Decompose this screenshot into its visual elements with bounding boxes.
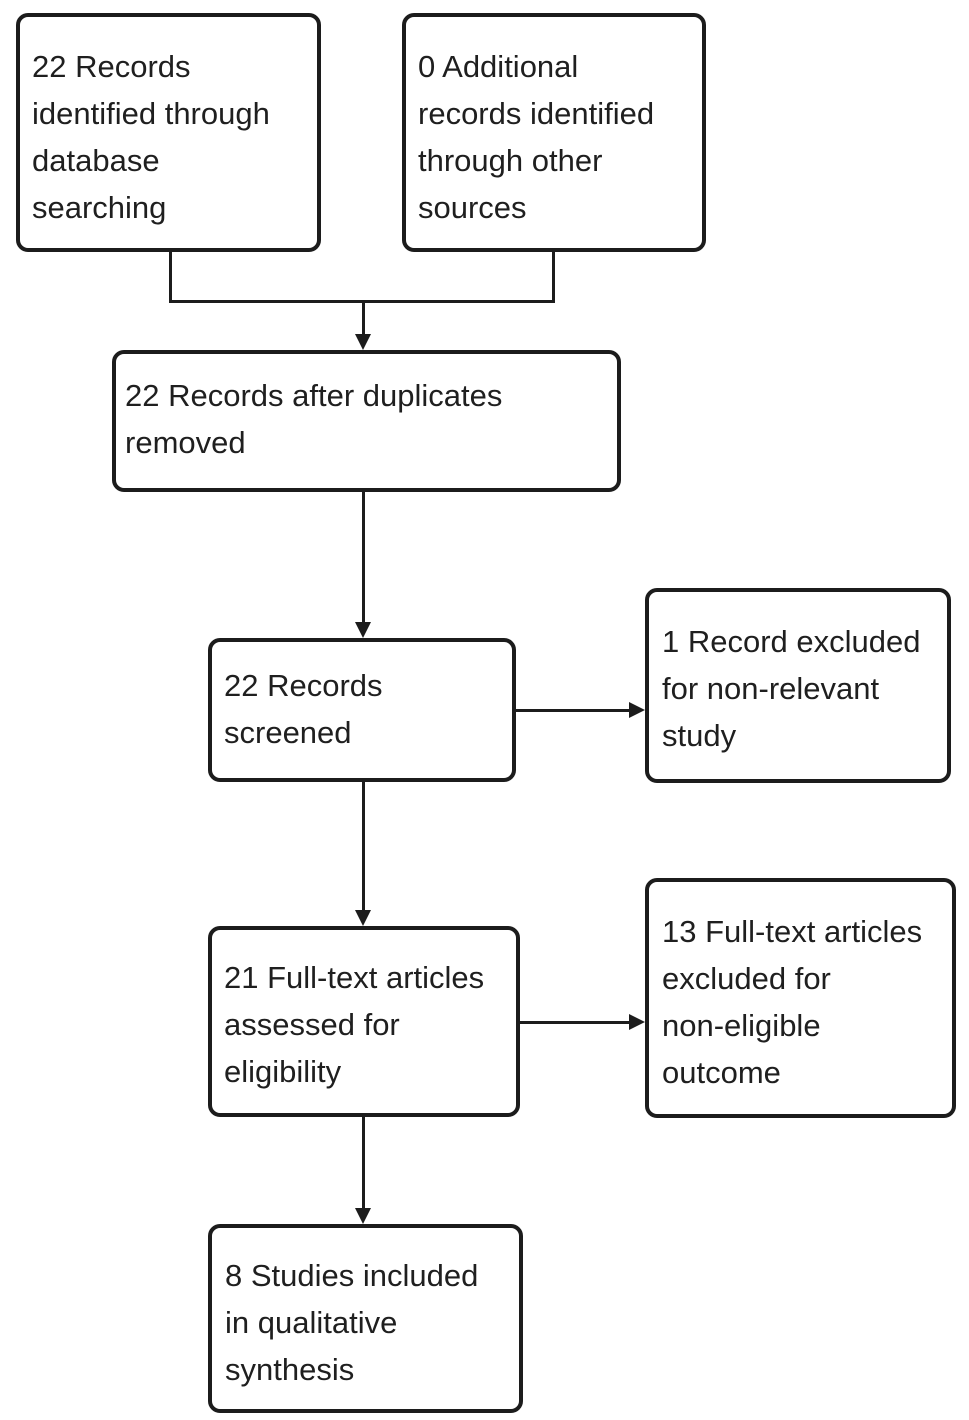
connector-merge-vertical: [362, 300, 365, 336]
node-text-line: database: [32, 143, 160, 178]
node-text-line: assessed for: [224, 1007, 400, 1042]
node-text-line: 22 Records: [32, 49, 191, 84]
node-fulltext-excluded: 13 Full-text articles excluded for non-e…: [645, 878, 956, 1118]
node-text-line: outcome: [662, 1055, 781, 1090]
node-studies-included: 8 Studies included in qualitative synthe…: [208, 1224, 523, 1413]
node-text-line: 13 Full-text articles: [662, 914, 923, 949]
arrowhead-down-icon: [355, 622, 371, 638]
connector-stub-right: [552, 251, 555, 302]
node-text-line: in qualitative: [225, 1305, 398, 1340]
node-text-line: 1 Record excluded: [662, 624, 921, 659]
node-text-line: 22 Records after duplicates: [125, 378, 503, 413]
node-text-line: sources: [418, 190, 527, 225]
node-text-line: excluded for: [662, 961, 831, 996]
node-text-line: searching: [32, 190, 167, 225]
node-text-line: 21 Full-text articles: [224, 960, 485, 995]
connector-stub-left: [169, 251, 172, 302]
arrowhead-down-icon: [355, 1208, 371, 1224]
node-text-line: 22 Records: [224, 668, 383, 703]
node-text-line: for non-relevant: [662, 671, 880, 706]
node-text-line: removed: [125, 425, 246, 460]
node-text-line: records identified: [418, 96, 655, 131]
node-records-identified-other: 0 Additional records identified through …: [402, 13, 706, 252]
connector-duplicates-to-screened: [362, 492, 365, 623]
node-text-line: study: [662, 718, 737, 753]
node-text-line: 8 Studies included: [225, 1258, 479, 1293]
arrowhead-right-icon: [629, 1014, 645, 1030]
node-text-line: 0 Additional: [418, 49, 579, 84]
node-text-line: non-eligible: [662, 1008, 821, 1043]
node-text-line: screened: [224, 715, 352, 750]
connector-screened-to-excluded: [516, 709, 630, 712]
node-text-line: synthesis: [225, 1352, 355, 1387]
connector-screened-to-fulltext: [362, 782, 365, 911]
node-fulltext-assessed: 21 Full-text articles assessed for eligi…: [208, 926, 520, 1117]
arrowhead-down-icon: [355, 334, 371, 350]
node-text-line: eligibility: [224, 1054, 342, 1089]
arrowhead-down-icon: [355, 910, 371, 926]
node-record-excluded-non-relevant: 1 Record excluded for non-relevant study: [645, 588, 951, 783]
connector-fulltext-to-excluded: [520, 1021, 630, 1024]
node-records-screened: 22 Records screened: [208, 638, 516, 782]
connector-fulltext-to-included: [362, 1117, 365, 1209]
node-text-line: identified through: [32, 96, 270, 131]
arrowhead-right-icon: [629, 702, 645, 718]
node-records-identified-database: 22 Records identified through database s…: [16, 13, 321, 252]
node-records-after-duplicates: 22 Records after duplicates removed: [112, 350, 621, 492]
node-text-line: through other: [418, 143, 603, 178]
